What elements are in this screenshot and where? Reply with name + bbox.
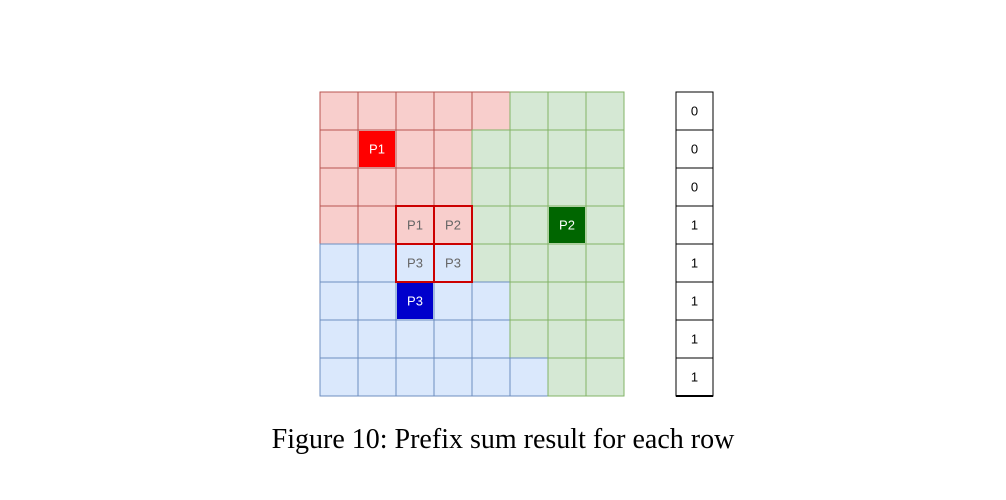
highlight-cell-label: P2 (445, 218, 461, 233)
grid-cell (357, 319, 397, 359)
prefix-sum-value: 0 (691, 142, 698, 157)
prefix-sum-cell (675, 129, 714, 169)
grid-cell (395, 167, 435, 207)
grid-cell (585, 357, 625, 397)
grid-cell (357, 205, 397, 245)
grid-cell (509, 357, 549, 397)
grid-cell (319, 91, 359, 131)
grid-cell (357, 91, 397, 131)
grid-cell (395, 319, 435, 359)
grid-cell (471, 91, 511, 131)
prefix-sum-cell (675, 281, 714, 321)
prefix-sum-value: 0 (691, 104, 698, 119)
highlight-cell-label: P3 (445, 256, 461, 271)
grid-cell (585, 129, 625, 169)
prefix-sum-cell (675, 357, 714, 397)
grid-cell (319, 319, 359, 359)
grid-cell (395, 129, 435, 169)
grid-cell (471, 243, 511, 283)
grid-cell (319, 205, 359, 245)
grid-cell (357, 357, 397, 397)
grid-cell (585, 205, 625, 245)
grid-cell (547, 243, 587, 283)
prefix-sum-cell (675, 205, 714, 245)
grid-cell (433, 129, 473, 169)
grid-cell (395, 357, 435, 397)
region-grid (319, 91, 625, 397)
grid-cell (547, 319, 587, 359)
grid-cell (471, 129, 511, 169)
grid-cell (509, 319, 549, 359)
highlight-cell-label: P3 (407, 256, 423, 271)
prefix-sum-value: 1 (691, 294, 698, 309)
p2-cell-label: P2 (559, 218, 575, 233)
grid-cell (357, 167, 397, 207)
prefix-sum-cell (675, 319, 714, 359)
prefix-sum-value: 1 (691, 256, 698, 271)
p1-cell (359, 131, 395, 167)
grid-cell (509, 243, 549, 283)
grid-cell (509, 91, 549, 131)
grid-cell (585, 91, 625, 131)
grid-cell (547, 91, 587, 131)
prefix-sum-value: 1 (691, 218, 698, 233)
grid-cell (547, 281, 587, 321)
grid-cell (433, 281, 473, 321)
figure-caption: Figure 10: Prefix sum result for each ro… (271, 424, 735, 455)
p2-cell (549, 207, 585, 243)
prefix-sum-value: 1 (691, 370, 698, 385)
grid-cell (433, 319, 473, 359)
grid-cell (471, 281, 511, 321)
grid-cell (433, 167, 473, 207)
grid-cell (357, 281, 397, 321)
grid-cell (585, 281, 625, 321)
grid-cell (433, 91, 473, 131)
grid-cell (509, 281, 549, 321)
grid-cell (433, 357, 473, 397)
grid-cell (547, 167, 587, 207)
grid-cell (319, 129, 359, 169)
grid-cell (471, 167, 511, 207)
highlight-cell (433, 243, 473, 283)
prefix-sum-cell (675, 167, 714, 207)
grid-cell (471, 357, 511, 397)
grid-cell (433, 243, 473, 283)
grid-cell (509, 129, 549, 169)
grid-cell (319, 167, 359, 207)
grid-cell (471, 205, 511, 245)
grid-cell (585, 167, 625, 207)
grid-cell (547, 129, 587, 169)
grid-cell (433, 205, 473, 245)
highlight-cell-label: P1 (407, 218, 423, 233)
p1-cell-label: P1 (369, 142, 385, 157)
grid-cell (547, 357, 587, 397)
grid-cell (509, 167, 549, 207)
p3-cell-label: P3 (407, 294, 423, 309)
grid-cell (471, 319, 511, 359)
grid-cell (585, 319, 625, 359)
prefix-sum-column: 0 0 0 1 1 1 1 1 (675, 91, 714, 397)
grid-cell (585, 243, 625, 283)
grid-cell (509, 205, 549, 245)
p3-cell (397, 283, 433, 319)
prefix-sum-cell (675, 243, 714, 283)
prefix-sum-value: 1 (691, 332, 698, 347)
grid-cell (357, 243, 397, 283)
grid-cell (319, 243, 359, 283)
grid-cell (319, 281, 359, 321)
grid-cell (395, 91, 435, 131)
prefix-sum-value: 0 (691, 180, 698, 195)
grid-cell (319, 357, 359, 397)
